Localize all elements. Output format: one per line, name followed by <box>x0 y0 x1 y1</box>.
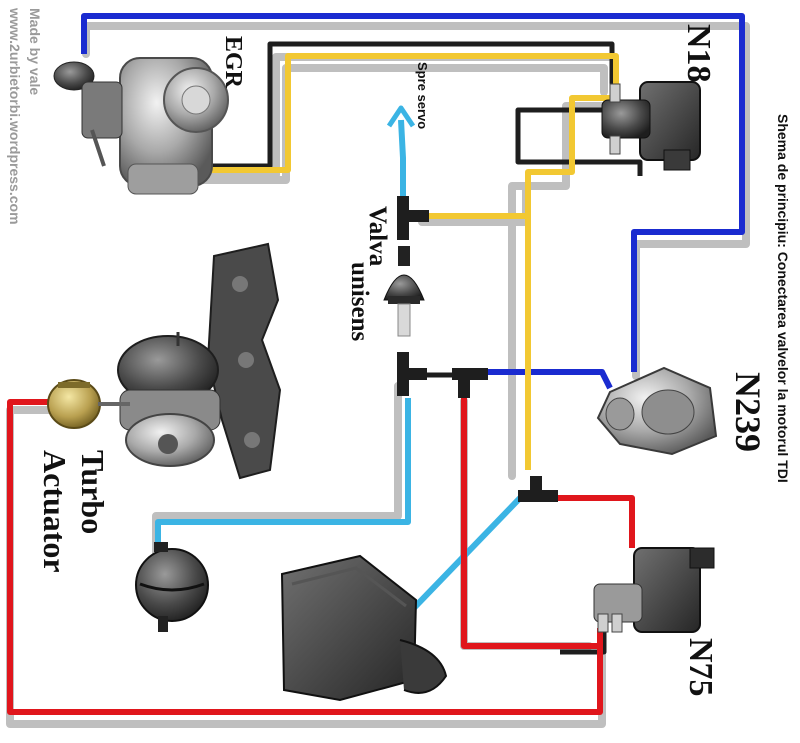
servo-arrow-icon <box>386 105 416 128</box>
vacuum-reservoir <box>135 542 209 632</box>
one-way-valve <box>383 246 425 337</box>
t-joints <box>397 196 558 502</box>
credit-author: Made by vale <box>27 8 43 95</box>
valva-label: Valva <box>364 206 391 267</box>
n18-valve <box>601 81 701 171</box>
turbo-actuator <box>47 379 130 429</box>
n239-valve <box>596 366 718 456</box>
vacuum-line-blue-n239 <box>486 369 613 390</box>
n239-label: N239 <box>728 372 768 452</box>
diagram-title: Shema de principiu: Conectarea valvelor … <box>775 114 791 483</box>
pressure-lines-red <box>7 392 635 715</box>
unisens-label: unisens <box>346 262 373 341</box>
egr-valve <box>53 57 229 195</box>
actuator-label: Actuator <box>37 450 73 573</box>
credit-website: www.2urbietorbi.wordpress.com <box>7 7 23 225</box>
air-filter-box <box>280 554 448 702</box>
n18-label: N18 <box>680 24 717 83</box>
n75-valve <box>593 547 715 633</box>
egr-label: EGR <box>220 36 246 89</box>
n75-label: N75 <box>682 638 719 697</box>
boost-lines-yellow <box>202 53 619 470</box>
vacuum-line-blue <box>81 13 745 372</box>
turbocharger <box>117 242 282 480</box>
turbo-label: Turbo <box>75 450 111 534</box>
spre-servo-label: Spre servo <box>415 62 430 129</box>
